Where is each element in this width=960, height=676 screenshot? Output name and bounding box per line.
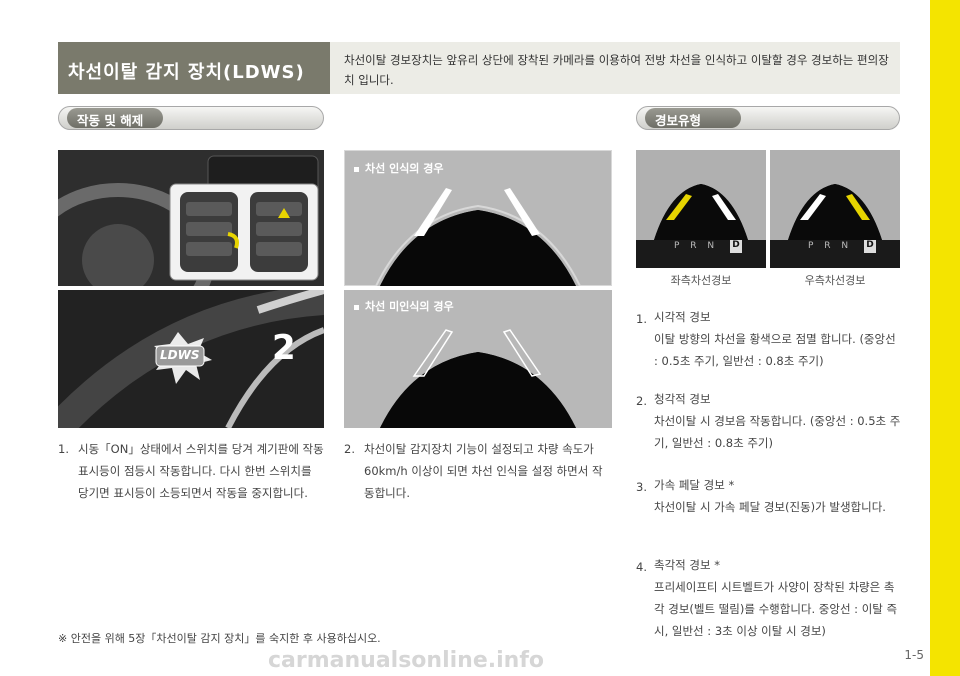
warning1-number: 1. (636, 312, 647, 326)
steering-switch-photo (58, 150, 324, 286)
gear-indicator: 2 (272, 328, 296, 368)
warning3-number: 3. (636, 480, 647, 494)
right-warning-image: P R N D (770, 150, 900, 268)
warning3-text: 차선이탈 시 가속 페달 경보(진동)가 발생합니다. (654, 500, 886, 514)
step2-text: 차선이탈 감지장치 기능이 설정되고 차량 속도가 60km/h 이상이 되면 … (364, 442, 603, 500)
header-description: 차선이탈 경보장치는 앞유리 상단에 장착된 카메라를 이용하여 전방 차선을 … (344, 53, 889, 87)
warning2-text: 차선이탈 시 경보음 작동합니다. (중앙선 : 0.5초 주기, 일반선 : … (654, 414, 901, 450)
cluster-indicator-photo: LDWS 2 (58, 290, 324, 428)
recognized-label: 차선 인식의 경우 (354, 160, 444, 176)
watermark: carmanualsonline.info (268, 648, 544, 673)
gear-d-left: D (730, 240, 742, 253)
left-lane-outline (412, 329, 454, 377)
right-lane-outline (502, 329, 542, 377)
warning4-text: 프리세이프티 시트벨트가 사양이 장착된 차량은 촉각 경보(벨트 떨림)를 수… (654, 580, 898, 638)
gear-prn-left: P R N (674, 241, 719, 251)
lane-unrecognized-panel: 차선 미인식의 경우 (344, 290, 612, 428)
ldws-badge: LDWS (160, 348, 200, 362)
section-header-warning-types: 경보유형 (636, 106, 900, 130)
left-lane-line (414, 188, 452, 236)
steering-switch-illustration (58, 150, 324, 286)
warning2-number: 2. (636, 394, 647, 408)
left-warning-caption: 좌측차선경보 (670, 274, 732, 287)
left-lane-warning-line (666, 194, 692, 220)
header-title-box (58, 42, 330, 94)
section-title-operation: 작동 및 해제 (77, 113, 144, 128)
left-warning-image: P R N D (636, 150, 766, 268)
gear-d-right: D (864, 240, 876, 253)
right-warning-caption: 우측차선경보 (804, 274, 866, 287)
warning2-title: 청각적 경보 (654, 392, 711, 406)
chapter-tab (930, 0, 960, 676)
warning1-title: 시각적 경보 (654, 310, 711, 324)
section-title-warning-types: 경보유형 (655, 113, 702, 128)
step2-number: 2. (344, 442, 355, 456)
safety-footnote: ※ 안전을 위해 5장「차선이탈 감지 장치」를 숙지한 후 사용하십시오. (58, 632, 381, 645)
warning4-title: 촉각적 경보 * (654, 558, 720, 572)
section-header-operation: 작동 및 해제 (58, 106, 324, 130)
page-number: 1-5 (904, 648, 924, 662)
warning1-text: 이탈 방향의 차선을 황색으로 점멸 합니다. (중앙선 : 0.5초 주기, … (654, 332, 896, 368)
unrecognized-label: 차선 미인식의 경우 (354, 298, 454, 314)
warning4-number: 4. (636, 560, 647, 574)
right-lane-line (504, 188, 540, 236)
page-title: 차선이탈 감지 장치(LDWS) (68, 62, 305, 83)
warning3-title: 가속 페달 경보 * (654, 478, 735, 492)
step1-number: 1. (58, 442, 69, 456)
lane-recognized-panel: 차선 인식의 경우 (344, 150, 612, 286)
gear-prn-right: P R N (808, 241, 853, 251)
step1-text: 시동「ON」상태에서 스위치를 당겨 계기판에 작동 표시등이 점등시 작동합니… (78, 442, 324, 500)
right-lane-warning-line (846, 194, 870, 220)
